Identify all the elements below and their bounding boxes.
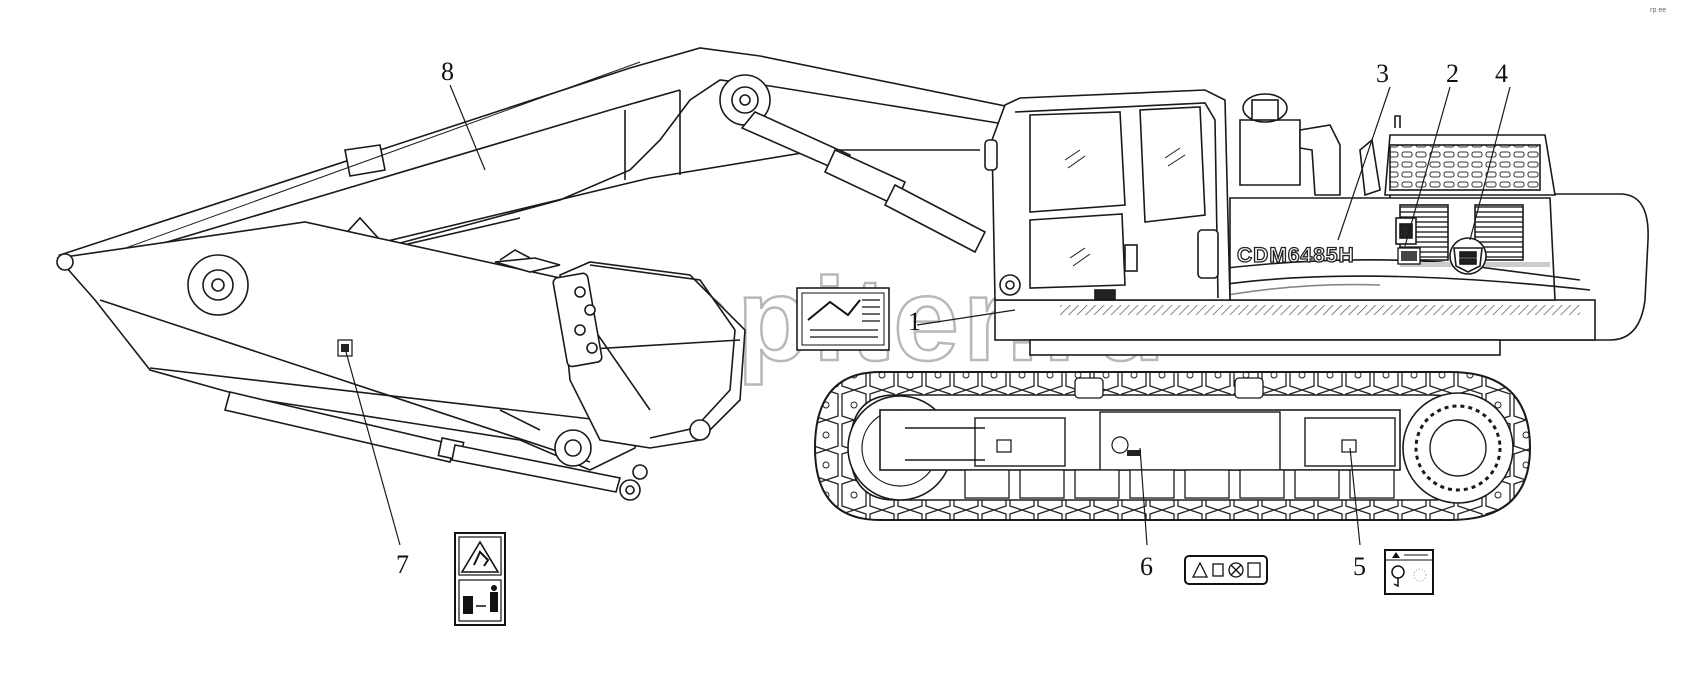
callout-5: 5: [1353, 552, 1366, 581]
callout-6: 6: [1140, 552, 1153, 581]
safety-decal-6: [1184, 555, 1268, 585]
callout-7: 7: [396, 550, 409, 579]
model-label: CDM6485H: [1237, 244, 1355, 267]
safety-decal-7: [454, 532, 506, 626]
callout-4: 4: [1495, 59, 1508, 88]
callout-2: 2: [1446, 59, 1459, 88]
bucket: [494, 249, 746, 480]
corner-mark: гр ее: [1650, 7, 1666, 14]
arm-decal-small: [337, 339, 353, 357]
callout-3: 3: [1376, 59, 1389, 88]
leader-lines: [345, 84, 1511, 546]
callouts: 8 3 2 4 1 7 6 5: [396, 57, 1508, 581]
cab: [984, 89, 1231, 301]
callout-1: 1: [908, 307, 921, 336]
boom-cylinder: [719, 74, 987, 254]
crawler-track-icon: [813, 371, 1532, 521]
logo-badge-icon: [1449, 237, 1487, 275]
door-decal: [1397, 247, 1421, 265]
info-plate: [796, 287, 890, 351]
safety-decal-5: [1384, 549, 1434, 595]
arm-cylinder: [224, 391, 641, 501]
callout-8: 8: [441, 57, 454, 86]
